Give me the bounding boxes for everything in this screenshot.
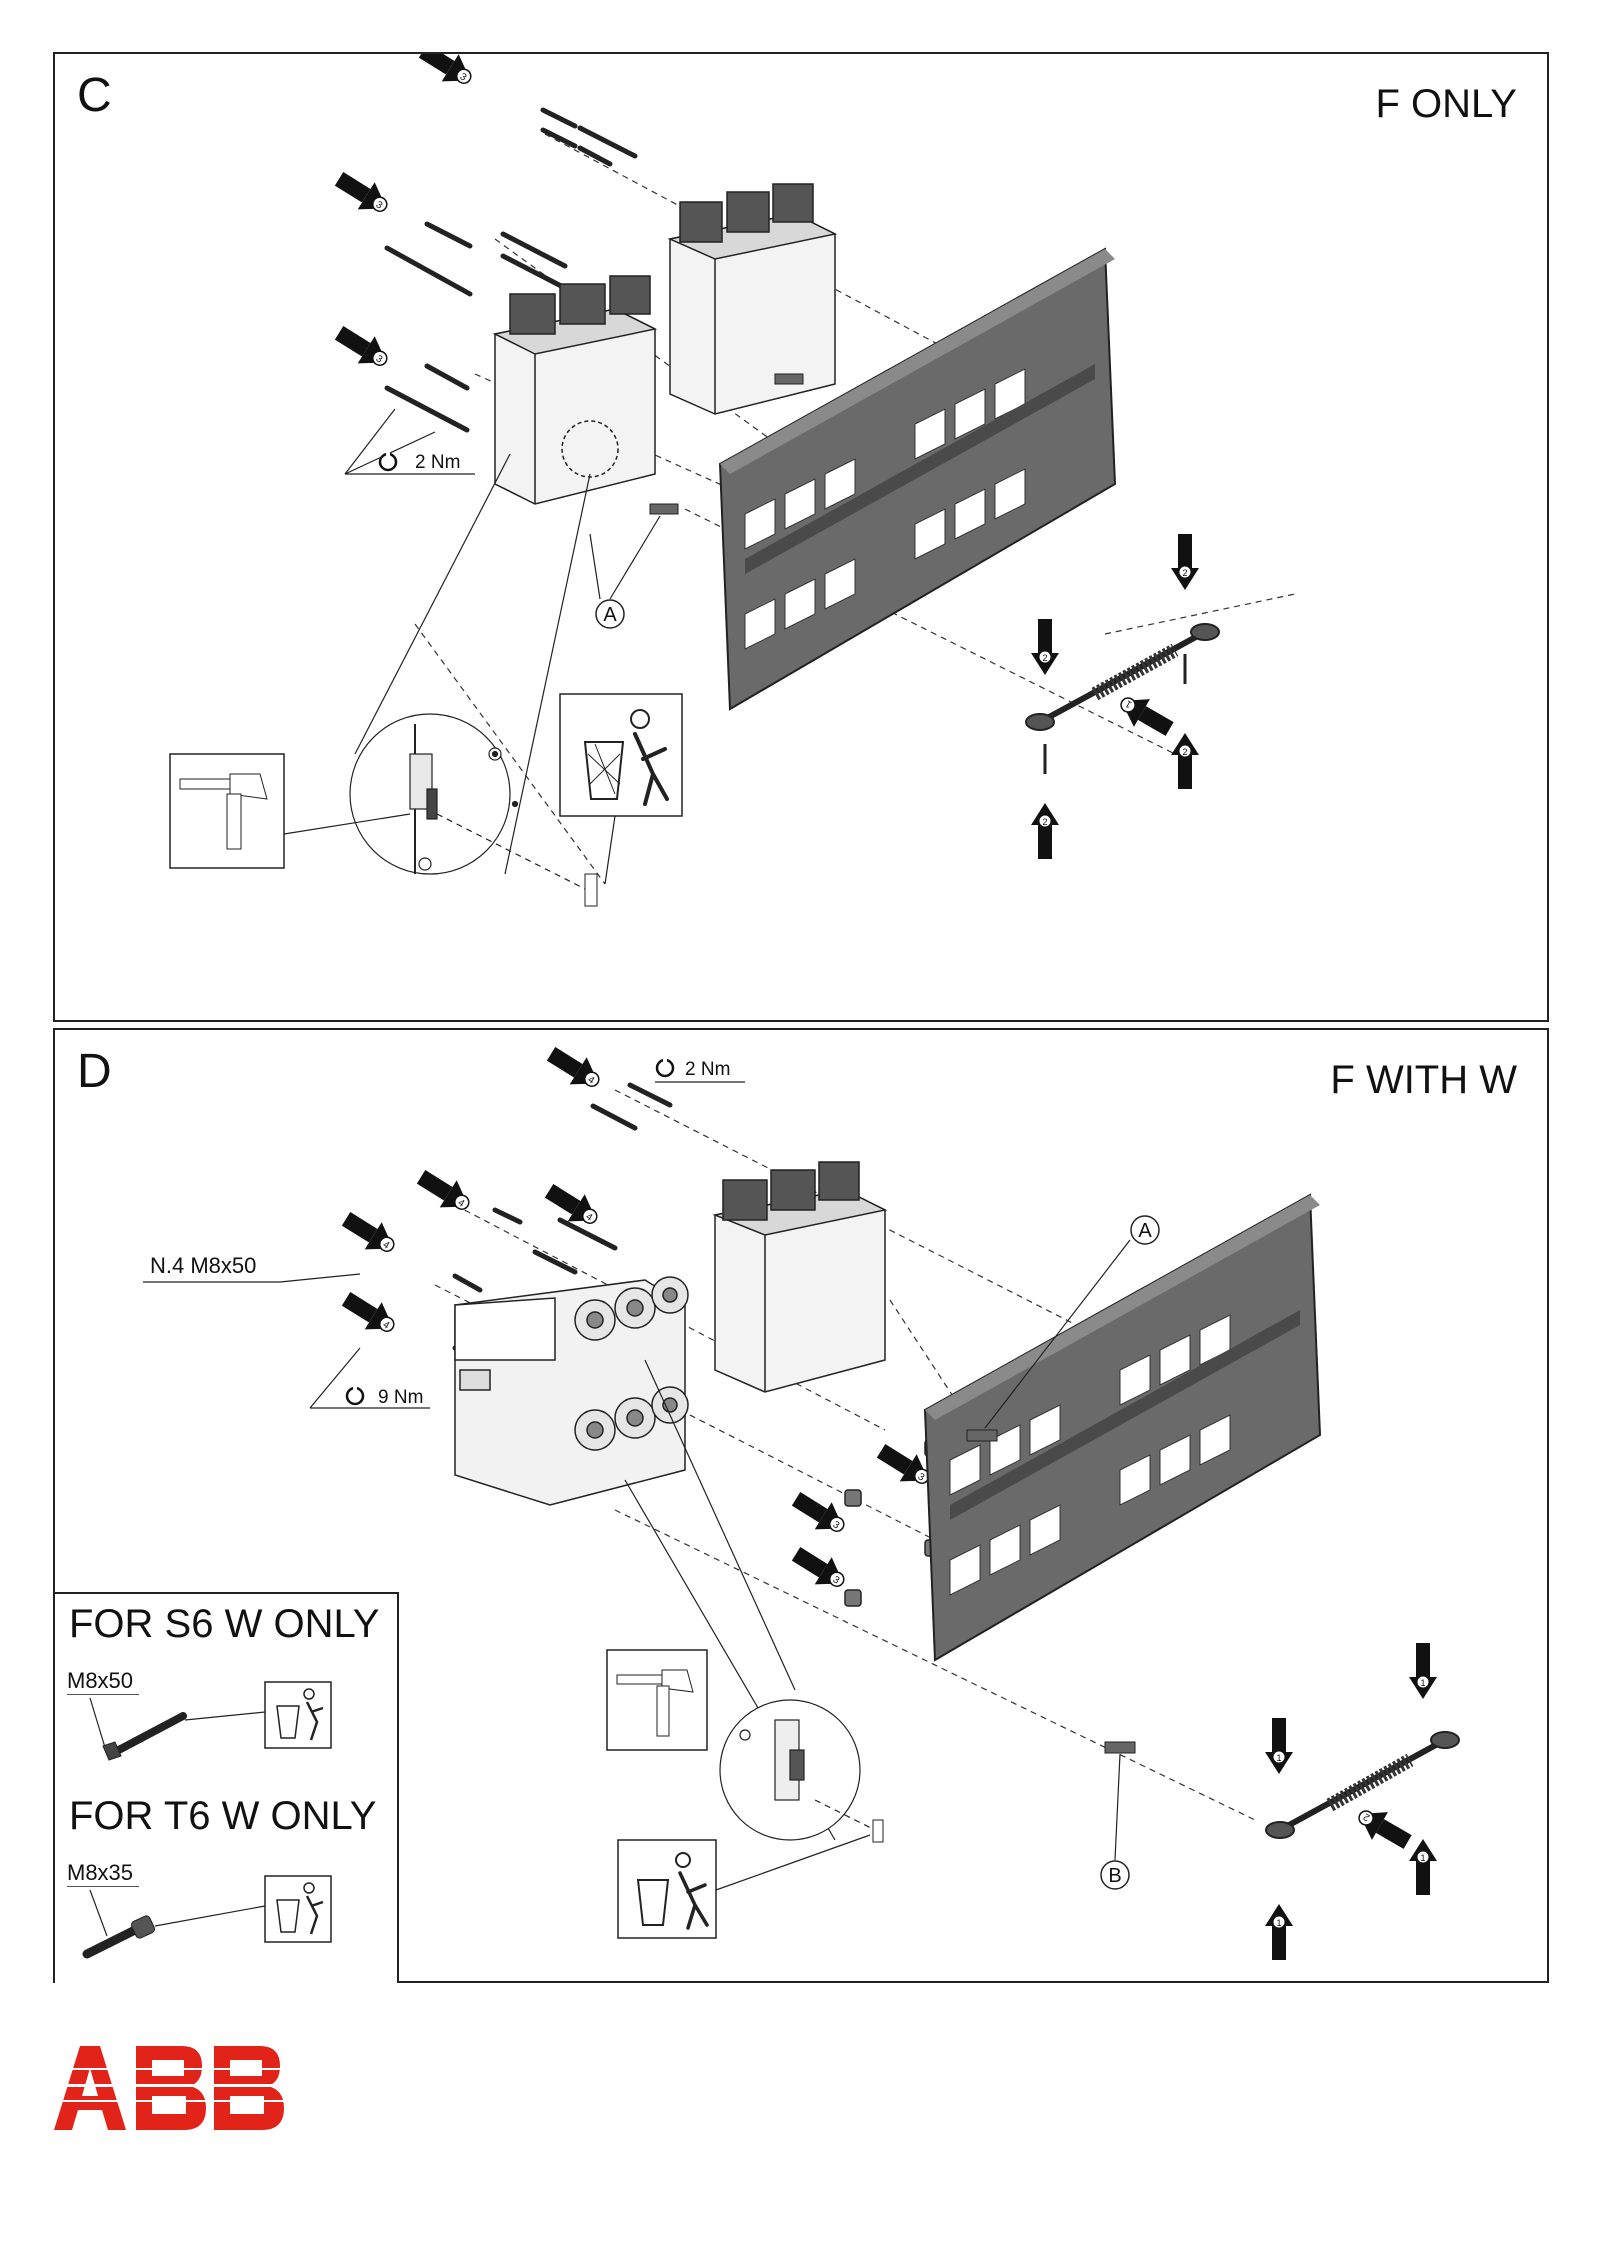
svg-text:4: 4 <box>381 1239 392 1252</box>
panel-c-illustration: 3 3 3 2 2 2 2 1 <box>169 54 1296 907</box>
spacer-part <box>649 503 679 515</box>
recycle-bin-icon <box>617 1834 871 1939</box>
recycle-bin-icon <box>264 1681 332 1749</box>
svg-text:2: 2 <box>1361 1810 1372 1823</box>
svg-text:1: 1 <box>1276 1753 1281 1763</box>
screws <box>384 107 638 433</box>
handle-bar <box>1025 623 1220 774</box>
svg-text:1: 1 <box>1276 1918 1281 1928</box>
svg-text:4: 4 <box>584 1211 595 1224</box>
torque-annotation: 2 Nm <box>344 408 475 475</box>
mode-label-f-with-w: F WITH W <box>1330 1058 1517 1102</box>
spacer-part <box>774 373 804 385</box>
spacer-part-b <box>1104 1741 1136 1754</box>
s6-part-label: M8x50 <box>67 1668 140 1695</box>
svg-text:A: A <box>603 604 617 626</box>
torque-annotation-top: 2 Nm <box>655 1058 745 1083</box>
svg-text:2 Nm: 2 Nm <box>415 452 460 473</box>
svg-text:2: 2 <box>1182 568 1187 578</box>
svg-text:2: 2 <box>1182 747 1187 757</box>
step-arrows: 4 4 4 4 4 3 3 3 1 1 1 1 2 <box>341 1047 1437 1960</box>
svg-text:4: 4 <box>381 1319 392 1332</box>
t6-box-title: FOR T6 W ONLY <box>69 1794 377 1838</box>
svg-text:1: 1 <box>1420 1678 1425 1688</box>
svg-text:1: 1 <box>1420 1853 1425 1863</box>
callout-a: A <box>595 599 625 629</box>
svg-text:9 Nm: 9 Nm <box>378 1387 423 1408</box>
panel-c-f-only: C F ONLY 3 <box>53 52 1549 1022</box>
torque-annotation-side: 9 Nm <box>309 1347 430 1409</box>
svg-text:2 Nm: 2 Nm <box>685 1059 730 1080</box>
circuit-breaker-front <box>492 275 658 505</box>
circuit-breaker <box>712 1161 888 1393</box>
hammer-icon <box>606 1649 708 1751</box>
svg-text:4: 4 <box>586 1074 597 1087</box>
panel-d-f-with-w: D F WITH W 4 <box>53 1028 1549 1983</box>
spacer-part-a <box>966 1429 998 1442</box>
abb-logo <box>52 2038 292 2138</box>
torque-wrench-icon <box>378 452 398 472</box>
step-letter-c: C <box>77 69 112 122</box>
t6-part-label: M8x35 <box>67 1860 140 1887</box>
recycle-bin-icon <box>559 693 683 885</box>
mounting-frame <box>923 1193 1322 1662</box>
detail-magnifier <box>349 453 596 895</box>
svg-text:3: 3 <box>916 1471 927 1484</box>
removed-insert <box>872 1819 884 1843</box>
hammer-icon <box>169 753 411 869</box>
svg-text:N.4 M8x50: N.4 M8x50 <box>150 1253 256 1278</box>
t6-screw-illustration <box>82 1875 332 1959</box>
handle-bar <box>1265 1731 1460 1839</box>
svg-text:3: 3 <box>831 1519 842 1532</box>
circuit-breaker-back <box>667 183 838 415</box>
svg-text:3: 3 <box>374 199 385 212</box>
step-letter-d: D <box>77 1045 112 1098</box>
svg-text:3: 3 <box>458 71 469 84</box>
t6-w-only-box: FOR T6 W ONLY M8x35 <box>55 1786 399 1983</box>
svg-text:2: 2 <box>1042 653 1047 663</box>
svg-text:A: A <box>1138 1220 1152 1242</box>
removed-insert <box>584 873 598 907</box>
panel-d-illustration: 4 4 4 4 4 3 3 3 1 1 1 1 2 2 Nm N.4 M8x50 <box>143 1047 1460 1960</box>
callout-b: B <box>1100 1860 1130 1890</box>
step-arrows: 3 3 3 2 2 2 2 1 <box>334 54 1199 859</box>
withdrawable-base <box>454 1276 689 1506</box>
svg-text:1: 1 <box>1123 697 1134 710</box>
callout-a: A <box>1130 1215 1160 1245</box>
mounting-frame <box>718 247 1117 711</box>
detail-magnifier <box>624 1359 876 1841</box>
mode-label-f-only: F ONLY <box>1375 82 1517 126</box>
svg-text:2: 2 <box>1042 817 1047 827</box>
s6-box-title: FOR S6 W ONLY <box>69 1602 380 1646</box>
svg-text:3: 3 <box>831 1574 842 1587</box>
svg-text:4: 4 <box>456 1197 467 1210</box>
s6-screw-illustration <box>89 1681 332 1761</box>
svg-text:3: 3 <box>374 353 385 366</box>
svg-text:B: B <box>1108 1865 1121 1887</box>
screw-spec-annotation: N.4 M8x50 <box>143 1253 361 1283</box>
s6-w-only-box: FOR S6 W ONLY M8x50 <box>55 1592 399 1788</box>
recycle-bin-icon <box>264 1875 332 1943</box>
